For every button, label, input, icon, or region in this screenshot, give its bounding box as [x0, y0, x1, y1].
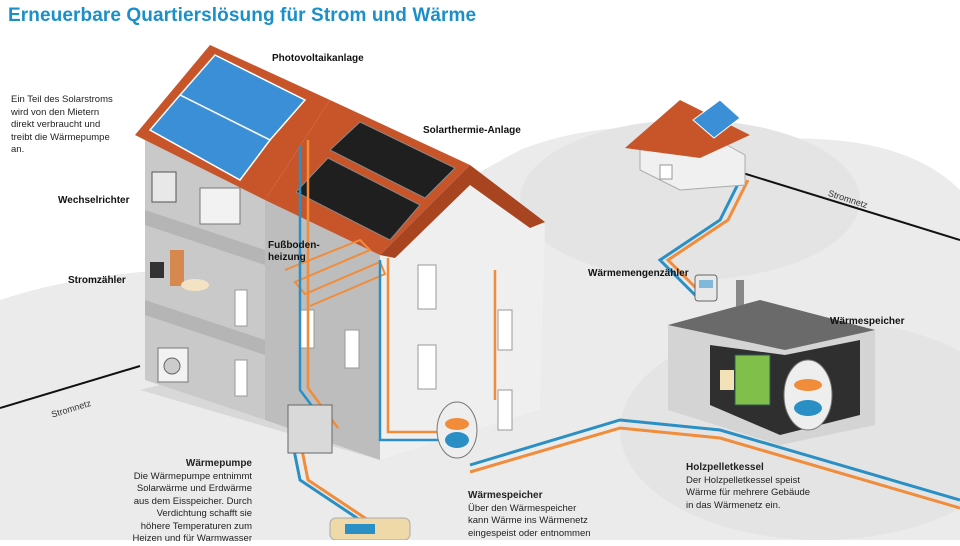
- note-line: höhere Temperaturen zum: [140, 520, 252, 532]
- note-holzpelletkessel-title: Holzpelletkessel: [686, 462, 764, 473]
- note-line: in das Wärmenetz ein.: [686, 499, 781, 511]
- label-photovoltaik: Photovoltaikanlage: [272, 53, 364, 64]
- boiler-house: [668, 280, 875, 445]
- note-line: Der Holzpelletkessel speist: [686, 474, 801, 486]
- heat-meter-device: [694, 274, 718, 302]
- label-wechselrichter: Wechselrichter: [58, 195, 130, 206]
- note-line: Die Wärmepumpe entnimmt: [133, 470, 252, 482]
- note-waermespeicher-title: Wärmespeicher: [468, 490, 543, 501]
- label-stromzaehler: Stromzähler: [68, 275, 126, 286]
- note-line: treibt die Wärmepumpe: [11, 131, 110, 143]
- label-solarthermie: Solarthermie-Anlage: [423, 125, 521, 136]
- note-line: Solarwärme und Erdwärme: [136, 483, 252, 494]
- note-line: Wärme für mehrere Gebäude: [686, 487, 811, 498]
- building-devices: [150, 171, 478, 459]
- note-waermepumpe: Wärmepumpe Die Wärmepumpe entnimmt Solar…: [112, 458, 253, 546]
- note-line: aus dem Eisspeicher. Durch: [133, 495, 252, 507]
- note-waermepumpe-title: Wärmepumpe: [185, 458, 252, 469]
- note-line: Heizen und für Warmwasser: [132, 533, 253, 544]
- page-title: Erneuerbare Quartierslösung für Strom un…: [8, 5, 477, 26]
- note-holzpelletkessel: Holzpelletkessel Der Holzpelletkessel sp…: [686, 462, 856, 512]
- note-line: wird von den Mietern: [11, 106, 100, 118]
- note-line: Über den Wärmespeicher: [468, 502, 577, 514]
- note-waermespeicher: Wärmespeicher Über den Wärmespeicher kan…: [468, 490, 628, 540]
- label-fussbodenheizung-2: heizung: [268, 252, 306, 263]
- note-line: an.: [11, 144, 25, 155]
- power-grid-lines: [0, 165, 960, 409]
- note-line: eingespeist oder entnommen: [468, 527, 591, 539]
- ice-storage-top: [329, 517, 411, 540]
- note-solarstrom: Ein Teil des Solarstroms wird von den Mi…: [11, 94, 141, 157]
- solar-thermal-collectors: [295, 121, 456, 241]
- note-line: Verdichtung schafft sie: [156, 508, 252, 519]
- label-waermemengenzaehler: Wärmemengenzähler: [588, 268, 689, 279]
- label-waermespeicher-right: Wärmespeicher: [830, 316, 905, 327]
- note-line: kann Wärme ins Wärmenetz: [468, 515, 588, 526]
- note-line: Ein Teil des Solarstroms: [11, 94, 113, 105]
- note-line: direkt verbraucht und: [11, 119, 101, 130]
- heat-network-pipes: [288, 179, 960, 522]
- small-house: [625, 99, 750, 191]
- pv-panels: [148, 54, 307, 181]
- label-fussbodenheizung-1: Fußboden-: [268, 240, 320, 251]
